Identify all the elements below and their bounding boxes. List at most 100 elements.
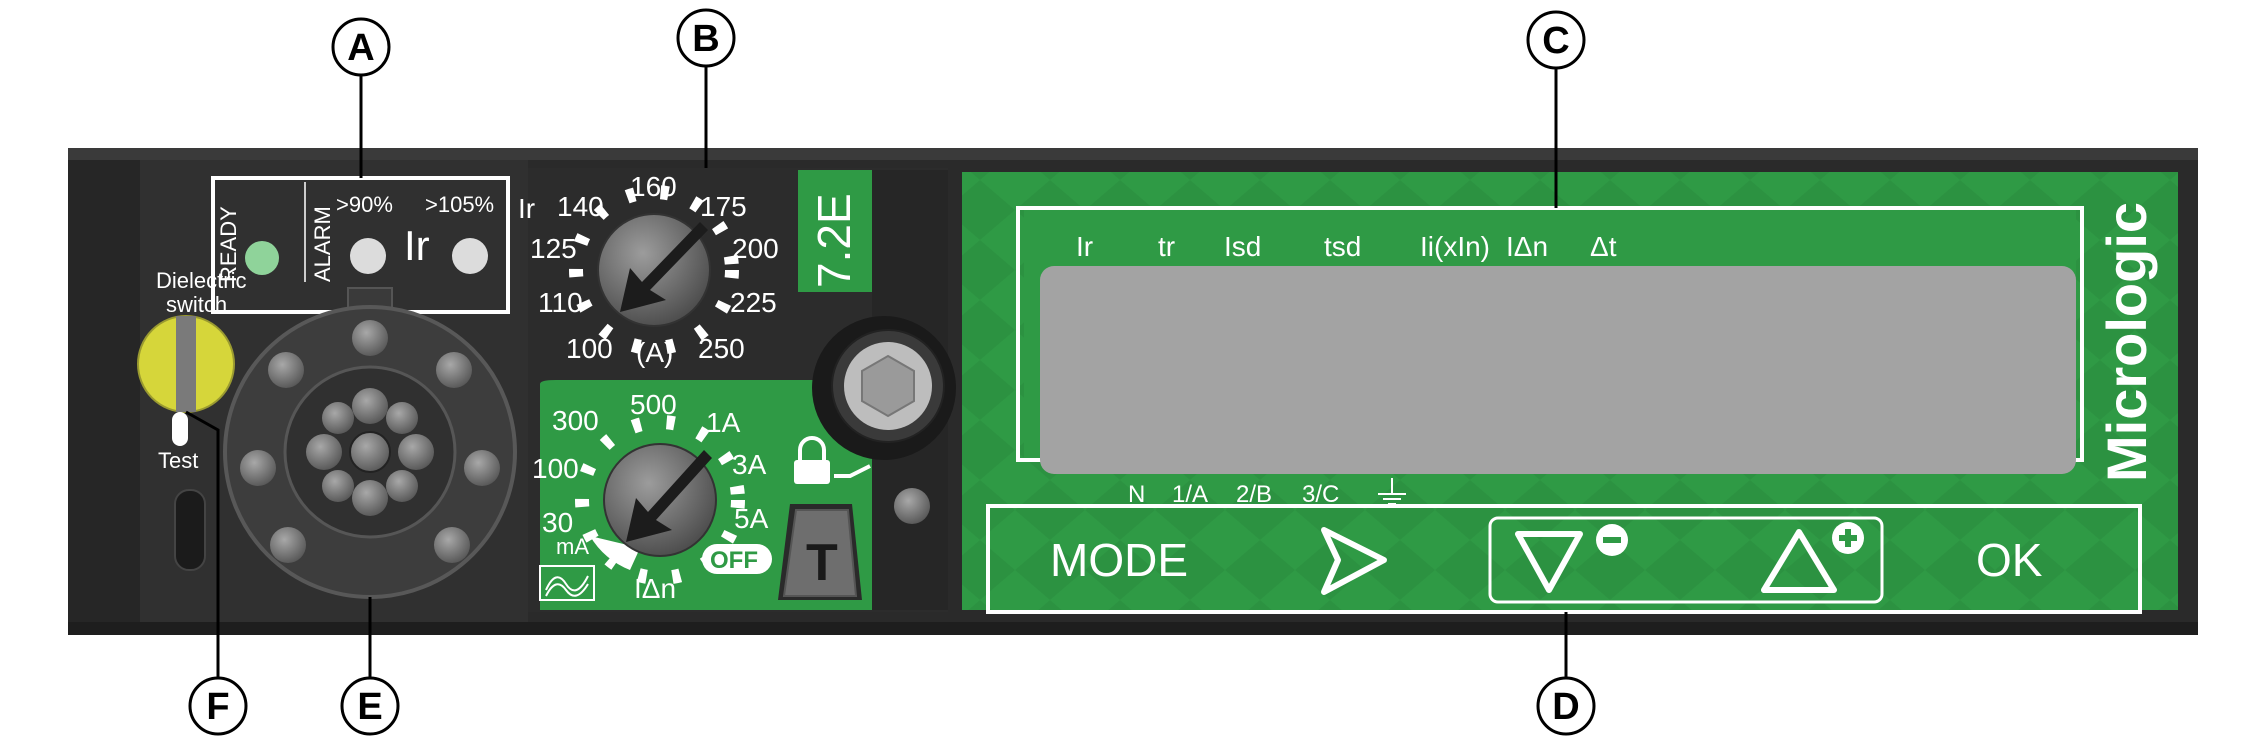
callout-b-label: B (692, 18, 719, 60)
ir-dial-pointer (620, 222, 708, 312)
idn-mark-300: 300 (552, 405, 599, 436)
callout-f-label: F (206, 686, 229, 728)
display-label-tsd: tsd (1324, 231, 1361, 262)
next-button[interactable] (1321, 527, 1387, 595)
connector-outer-pin (464, 450, 500, 486)
scroll-buttons-frame (1488, 516, 1884, 604)
connector-pin (322, 470, 354, 502)
display-label-3c: 3/C (1302, 481, 1339, 508)
alarm-90-led (350, 238, 386, 274)
ir-mark-225: 225 (730, 287, 777, 318)
idn-mark-100: 100 (532, 453, 579, 484)
idn-mark-3a: 3A (732, 449, 767, 480)
display-label-1a: 1/A (1172, 481, 1208, 508)
callout-a-label: A (347, 27, 374, 69)
idn-dial-wedge (590, 536, 640, 570)
idn-mark-500: 500 (630, 389, 677, 420)
callout-c-label: C (1542, 20, 1569, 62)
display-label-ii: Ii(xIn) (1420, 231, 1490, 262)
waveform-icon (539, 565, 595, 601)
ir-mark-160: 160 (630, 171, 677, 202)
hex-screw (812, 316, 956, 460)
connector-outer-pin (268, 352, 304, 388)
dielectric-switch-slot (176, 316, 196, 412)
connector-pin (306, 434, 342, 470)
up-button[interactable] (1761, 529, 1837, 593)
ir-unit-label: (A) (636, 337, 673, 368)
callout-f: F (188, 676, 248, 736)
display-label-tr: tr (1158, 231, 1175, 262)
display-label-ir: Ir (1076, 231, 1093, 262)
mode-button[interactable]: MODE (1050, 534, 1188, 586)
alarm-label: ALARM (310, 206, 335, 282)
idn-dial-pointer (626, 450, 712, 542)
connector-outer-pin (352, 320, 388, 356)
callout-e: E (340, 676, 400, 736)
connector-pin (398, 434, 434, 470)
left-strip (68, 160, 140, 622)
idn-caption: IΔn (634, 573, 676, 604)
callout-a: A (331, 17, 391, 77)
callout-c: C (1526, 10, 1586, 70)
ir-dial[interactable] (569, 185, 739, 355)
ir-mark-100: 100 (566, 333, 613, 364)
device-body-bottom-edge (68, 622, 2198, 635)
ir-mark-140: 140 (557, 191, 604, 222)
connector-outer-pin (436, 352, 472, 388)
display-label-dt: Δt (1590, 231, 1617, 262)
display-label-2b: 2/B (1236, 481, 1272, 508)
callout-d-label: D (1552, 686, 1579, 728)
dielectric-label-1: Dielectric (156, 268, 246, 293)
keypad-frame (986, 504, 2142, 614)
idn-mark-5a: 5A (734, 503, 769, 534)
idn-dial[interactable] (575, 415, 745, 585)
connector-pin (349, 431, 391, 473)
callout-lines (185, 66, 1568, 678)
down-button[interactable] (1515, 531, 1583, 593)
test-button-label: T (806, 534, 838, 592)
device-body-top-edge (68, 148, 2198, 160)
ready-label: READY (216, 206, 241, 282)
off-badge (702, 544, 772, 574)
connector-pin (386, 470, 418, 502)
connector-pin (352, 388, 388, 424)
model-label: 7.2E (808, 193, 860, 288)
brand-name: Micrologic (2095, 202, 2158, 482)
alarm-105-led (452, 238, 488, 274)
display-label-idn: IΔn (1506, 231, 1548, 262)
test-label: Test (158, 448, 198, 473)
ir-mark-125: 125 (530, 233, 577, 264)
lcd-screen (1040, 266, 2076, 474)
ir-mark-175: 175 (700, 191, 747, 222)
callout-e-label: E (357, 686, 382, 728)
display-label-isd: Isd (1224, 231, 1261, 262)
test-slot (172, 412, 188, 446)
idn-ma-label: mA (556, 534, 589, 559)
gt90-label: >90% (336, 192, 393, 217)
switch-symbol-icon (834, 464, 871, 478)
slot-recess (174, 489, 206, 571)
connector-outer-pin (270, 527, 306, 563)
connector-outer-pin (434, 527, 470, 563)
minus-icon (1596, 524, 1628, 556)
test-button[interactable]: T (778, 504, 862, 600)
ir-side-label: Ir (518, 193, 535, 224)
ready-led (245, 241, 279, 275)
ir-mark-200: 200 (732, 233, 779, 264)
lock-icon (794, 436, 830, 484)
plus-icon (1832, 522, 1864, 554)
ir-mark-250: 250 (698, 333, 745, 364)
dielectric-label-2: switch (166, 292, 227, 317)
off-label: OFF (710, 547, 758, 574)
idn-dial-ticks (575, 415, 745, 585)
connector-pin (386, 402, 418, 434)
connector-pin (352, 480, 388, 516)
gt105-label: >105% (425, 192, 494, 217)
model-badge (798, 170, 872, 292)
ir-mark-110: 110 (538, 287, 583, 318)
callout-d: D (1536, 676, 1596, 736)
callout-b: B (676, 8, 736, 68)
ok-button[interactable]: OK (1976, 534, 2043, 586)
test-connector[interactable] (223, 287, 517, 599)
